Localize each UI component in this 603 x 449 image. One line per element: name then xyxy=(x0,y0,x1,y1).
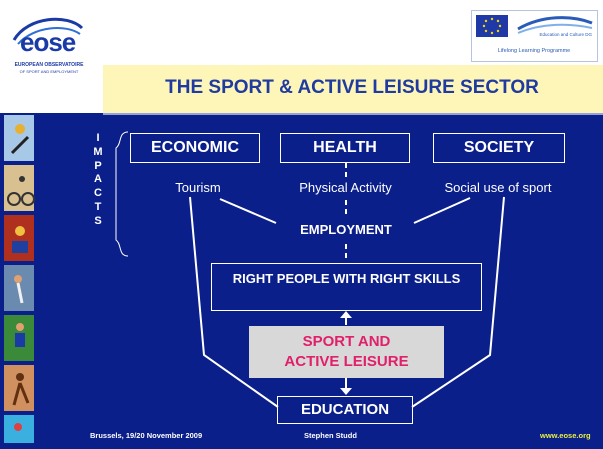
climber-photo xyxy=(4,265,34,311)
social-use-label: Social use of sport xyxy=(444,180,552,195)
header: eose EUROPEAN OBSERVATOIRE OF SPORT AND … xyxy=(0,0,603,115)
footer-author: Stephen Studd xyxy=(304,431,357,440)
eose-logo-subtitle: EUROPEAN OBSERVATOIRE xyxy=(14,62,84,68)
page-title: THE SPORT & ACTIVE LEISURE SECTOR xyxy=(165,77,539,98)
impacts-letter: T xyxy=(94,200,102,213)
impacts-label: I M P A C T S xyxy=(91,132,105,229)
impacts-letter: S xyxy=(94,214,102,227)
runner-photo xyxy=(4,365,34,411)
mountain-biker-photo xyxy=(4,215,34,261)
eose-logo-word: eose xyxy=(20,27,76,57)
sport-line-1: SPORT AND xyxy=(302,333,391,350)
skier-photo xyxy=(4,115,34,161)
eose-logo-subtitle-2: OF SPORT AND EMPLOYMENT xyxy=(19,69,79,74)
sport-line-2: ACTIVE LEISURE xyxy=(284,353,409,370)
eu-flag-icon xyxy=(476,15,593,37)
swimmer-photo xyxy=(4,415,34,443)
physical-activity-label: Physical Activity xyxy=(299,180,392,195)
eose-logo xyxy=(8,10,88,105)
eose-swoosh-icon xyxy=(12,17,84,45)
impacts-letter: A xyxy=(94,173,102,186)
health-box: HEALTH xyxy=(280,133,410,163)
photo-strip xyxy=(0,113,45,444)
eu-programme-caption: Lifelong Learning Programme xyxy=(497,48,571,54)
cyclist-photo xyxy=(4,165,35,211)
footer: Brussels, 19/20 November 2009 Stephen St… xyxy=(0,428,603,444)
impacts-letter: P xyxy=(94,159,102,172)
eu-programme-logo xyxy=(471,10,598,62)
employment-label: EMPLOYMENT xyxy=(300,222,392,237)
economic-box: ECONOMIC xyxy=(130,133,260,163)
title-bar: THE SPORT & ACTIVE LEISURE SECTOR xyxy=(103,65,603,115)
footer-location-date: Brussels, 19/20 November 2009 xyxy=(90,431,203,440)
education-box: EDUCATION xyxy=(277,396,413,424)
impacts-letter: M xyxy=(93,145,103,158)
footer-url: www.eose.org xyxy=(540,431,591,440)
sport-active-leisure-box: SPORT AND ACTIVE LEISURE xyxy=(249,326,444,378)
footballer-photo xyxy=(4,315,34,361)
impacts-letter: I xyxy=(96,132,100,144)
right-people-box: RIGHT PEOPLE WITH RIGHT SKILLS xyxy=(211,263,482,311)
eu-dg-caption: Education and Culture DG xyxy=(539,32,592,37)
society-box: SOCIETY xyxy=(433,133,565,163)
tourism-label: Tourism xyxy=(175,180,221,195)
impacts-letter: C xyxy=(94,187,102,200)
